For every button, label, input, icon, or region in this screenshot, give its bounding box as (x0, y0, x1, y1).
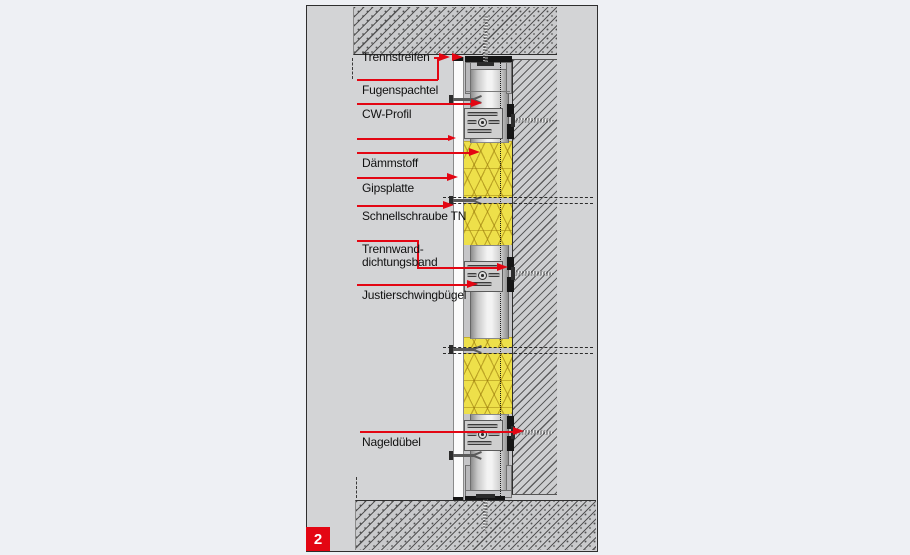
trennstreifen-strip-top (465, 56, 512, 62)
leader-trennwand (357, 240, 418, 242)
insulation-segment (463, 203, 512, 245)
label-trennwand-line1: Trennwand- (362, 242, 424, 256)
leader-arrowhead (452, 53, 463, 61)
label-cw-profil: CW-Profil (362, 107, 412, 121)
label-justierschwingbuegel: Justierschwingbügel (362, 288, 467, 302)
figure-number-badge: 2 (306, 527, 330, 551)
leader-arrowhead (497, 263, 508, 271)
leader-nageduebel (360, 431, 514, 433)
wall-anchor-screw (515, 118, 555, 123)
leader-arrowhead (443, 201, 454, 209)
leader-arrowhead (513, 427, 524, 435)
quick-screw-head (449, 345, 453, 354)
leader-cw-profil-2 (357, 138, 449, 140)
gypsum-board (453, 57, 464, 500)
break-line (443, 353, 593, 354)
dichtungsband-strip (507, 416, 514, 429)
leader-arrowhead (439, 53, 450, 61)
wall-anchor-head (511, 267, 515, 280)
label-gipsplatte: Gipsplatte (362, 181, 415, 195)
leader-fugenspachtel (357, 79, 438, 81)
leader-arrowhead (467, 280, 478, 288)
leader-arrowhead (448, 135, 456, 141)
dichtungsband-strip (507, 436, 514, 451)
ceiling-anchor-screw (483, 16, 488, 64)
quick-screw-shaft (453, 199, 474, 202)
dichtungsband-strip (507, 104, 514, 117)
dichtungsband-strip (507, 124, 514, 139)
quick-screw-shaft (453, 454, 474, 457)
leader-schnellschraube (357, 205, 444, 207)
label-nageduebel: Nageldübel (362, 435, 421, 449)
break-line (443, 347, 593, 348)
quick-screw-shaft (453, 348, 474, 351)
quick-screw-head (449, 451, 453, 460)
wall-anchor-screw (515, 430, 555, 435)
leader-justierschwingbuegel (357, 284, 468, 286)
leader-trennwand-elbow (417, 240, 419, 268)
leader-arrowhead (471, 99, 482, 107)
dichtungsband-strip (507, 257, 514, 270)
leader-fugenspachtel-elbow (437, 57, 439, 80)
bracket-screw-hole (478, 430, 487, 439)
label-schnellschraube: Schnellschraube TN (362, 209, 467, 223)
insulation-segment (463, 337, 512, 348)
break-line (443, 197, 593, 198)
break-line (443, 203, 593, 204)
label-trennstreifen: Trennstreifen (362, 50, 430, 64)
insulation-segment (463, 353, 512, 414)
quick-screw-head (449, 95, 453, 104)
cut-tick (356, 477, 357, 498)
leader-daemmstoff (357, 152, 470, 154)
uw-profile-leg (465, 62, 471, 94)
trennstreifen-strip-bottom (465, 496, 505, 500)
board-bottom-joint (453, 497, 463, 500)
wall-anchor-head (511, 114, 515, 127)
profile-seam (465, 91, 510, 92)
wall-anchor-screw (515, 271, 555, 276)
floor-anchor-washer (476, 494, 495, 498)
bracket-screw-hole (478, 271, 487, 280)
leader-cw-profil (357, 103, 472, 105)
leader-gipsplatte (357, 177, 448, 179)
adjusting-bracket (464, 420, 503, 451)
adjusting-bracket (464, 108, 503, 139)
leader-arrowhead (469, 148, 480, 156)
ceiling-slab-hatch (353, 7, 557, 55)
leader-arrowhead (447, 173, 458, 181)
floor-anchor-screw (483, 499, 488, 532)
label-fugenspachtel: Fugenspachtel (362, 83, 439, 97)
cut-tick (352, 58, 353, 79)
floor-slab-hatch (355, 500, 596, 550)
ceiling-anchor-washer (477, 62, 494, 66)
label-trennwand-line2: dichtungsband (362, 255, 438, 269)
bracket-screw-hole (478, 118, 487, 127)
uw-profile-leg (506, 62, 512, 94)
quick-screw-shaft (453, 98, 474, 101)
cw-profile-stud (470, 245, 509, 339)
leader-trennwand-2 (417, 267, 498, 269)
label-daemmstoff: Dämmstoff (362, 156, 418, 170)
quick-screw-head (449, 196, 453, 205)
dichtungsband-strip (507, 277, 514, 292)
